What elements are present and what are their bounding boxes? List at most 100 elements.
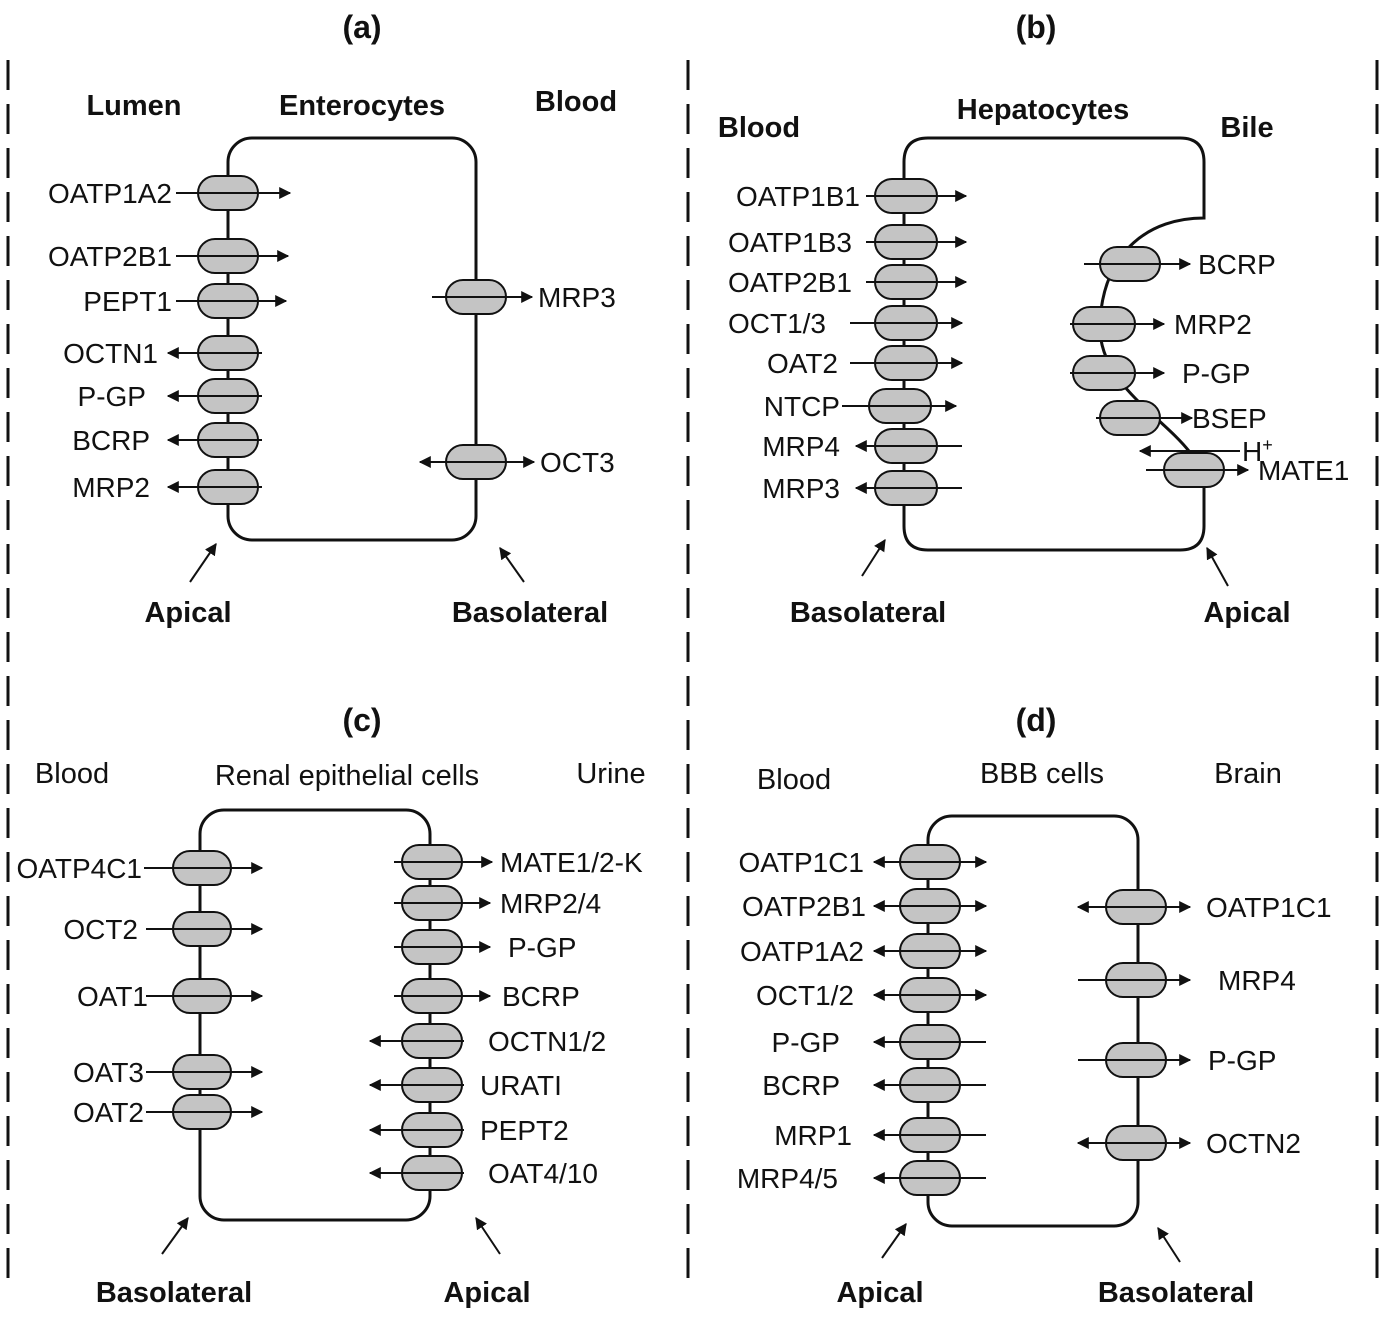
transporter-mrp2: MRP2 xyxy=(1070,306,1252,342)
transporter-oatp1b1: OATP1B1 xyxy=(736,178,968,214)
transporter-label: OATP1A2 xyxy=(740,936,864,967)
transporter-p-gp: P-GP xyxy=(772,1024,986,1060)
panel-d: (d) Blood BBB cells Brain OATP1C1OATP2B1… xyxy=(737,702,1332,1309)
transporter-mrp1: MRP1 xyxy=(774,1117,986,1153)
transporter-label: MATE1 xyxy=(1258,455,1349,486)
transporter-octn2: OCTN2 xyxy=(1076,1125,1301,1161)
transporter-label: OAT1 xyxy=(77,981,148,1012)
transporter-label: P-GP xyxy=(1182,358,1250,389)
transporter-p-gp: P-GP xyxy=(78,378,262,414)
transporter-label: MRP3 xyxy=(538,282,616,313)
transporter-bsep: BSEP xyxy=(1096,400,1267,436)
panel-b-left-label: Blood xyxy=(718,112,800,144)
panel-b: (b) Blood Hepatocytes Bile OATP1B1OATP1B… xyxy=(718,9,1349,629)
panel-d-bottom-right: Basolateral xyxy=(1098,1277,1254,1309)
panel-a-right-label: Blood xyxy=(535,86,617,118)
transporter-mrp2: MRP2 xyxy=(72,469,262,505)
transporter-oatp2b1: OATP2B1 xyxy=(48,238,290,274)
panel-c-bottom-right: Apical xyxy=(443,1277,530,1309)
hepatocyte-cell xyxy=(902,136,1206,552)
transporters-b: OATP1B1OATP1B3OATP2B1OCT1/3OAT2NTCPMRP4M… xyxy=(728,178,1349,506)
transporter-label: BCRP xyxy=(1198,249,1276,280)
transporter-bcrp: BCRP xyxy=(1084,246,1276,282)
renal-epithelial-cell xyxy=(198,808,432,1222)
transporter-label: OATP1B1 xyxy=(736,181,860,212)
transporter-oatp2b1: OATP2B1 xyxy=(728,264,968,300)
transporter-label: OATP1C1 xyxy=(738,847,864,878)
panel-d-left-label: Blood xyxy=(757,764,831,796)
panel-b-letter: (b) xyxy=(1016,9,1057,45)
panel-c-bottom-left: Basolateral xyxy=(96,1277,252,1309)
transporter-label: OCTN1/2 xyxy=(488,1026,606,1057)
panel-c-right-label: Urine xyxy=(576,758,645,790)
transporter-mrp3: MRP3 xyxy=(762,470,962,506)
panel-c: (c) Blood Renal epithelial cells Urine O… xyxy=(16,702,645,1309)
transporter-pept2: PEPT2 xyxy=(368,1112,569,1148)
transporter-oat2: OAT2 xyxy=(73,1094,264,1130)
transporter-label: OATP4C1 xyxy=(16,853,142,884)
panel-b-right-label: Bile xyxy=(1220,112,1273,144)
transporter-oct2: OCT2 xyxy=(63,911,264,947)
transporter-urati: URATI xyxy=(368,1067,562,1103)
panel-c-cell-label: Renal epithelial cells xyxy=(215,760,479,792)
transporter-label: OAT2 xyxy=(767,348,838,379)
transporter-label: MRP3 xyxy=(762,473,840,504)
transporter-label: PEPT1 xyxy=(83,286,172,317)
transporter-label: OATP2B1 xyxy=(742,891,866,922)
transporter-p-gp: P-GP xyxy=(394,929,576,965)
panel-a-left-label: Lumen xyxy=(86,90,181,122)
transporter-mrp4-5: MRP4/5 xyxy=(737,1160,986,1196)
transporter-pept1: PEPT1 xyxy=(83,283,288,319)
transporter-label: MRP4/5 xyxy=(737,1163,838,1194)
transporter-label: OCTN1 xyxy=(63,338,158,369)
panel-c-left-label: Blood xyxy=(35,758,109,790)
transporter-label: BCRP xyxy=(762,1070,840,1101)
transporters-c: OATP4C1OCT2OAT1OAT3OAT2MATE1/2-KMRP2/4P-… xyxy=(16,844,643,1191)
apical-pointer-b xyxy=(1206,546,1229,587)
panel-a-bottom-right: Basolateral xyxy=(452,597,608,629)
panel-d-right-label: Brain xyxy=(1214,758,1282,790)
transporter-bcrp: BCRP xyxy=(72,422,262,458)
transporter-oatp1a2: OATP1A2 xyxy=(740,933,988,969)
transporter-label: P-GP xyxy=(78,381,146,412)
transporter-mrp4: MRP4 xyxy=(1078,962,1296,998)
transporter-bcrp: BCRP xyxy=(762,1067,986,1103)
transporter-oatp2b1: OATP2B1 xyxy=(742,888,988,924)
transporter-label: OATP1B3 xyxy=(728,227,852,258)
transporter-label: OCT1/3 xyxy=(728,308,826,339)
transporter-label: OAT3 xyxy=(73,1057,144,1088)
transporter-label: PEPT2 xyxy=(480,1115,569,1146)
transporter-label: BCRP xyxy=(72,425,150,456)
transporter-label: OCT1/2 xyxy=(756,980,854,1011)
transporter-label: OAT2 xyxy=(73,1097,144,1128)
basolateral-pointer-a xyxy=(499,547,525,583)
transporter-label: MRP4 xyxy=(762,431,840,462)
transporter-oatp4c1: OATP4C1 xyxy=(16,850,264,886)
panel-b-bottom-left: Basolateral xyxy=(790,597,946,629)
panel-a: (a) Lumen Enterocytes Blood OATP1A2OATP2… xyxy=(48,9,617,629)
transporter-mate1-2-k: MATE1/2-K xyxy=(394,844,643,880)
panel-d-bottom-left: Apical xyxy=(836,1277,923,1309)
panel-d-cell-label: BBB cells xyxy=(980,758,1104,790)
transporter-oatp1b3: OATP1B3 xyxy=(728,224,968,260)
transporter-oct3: OCT3 xyxy=(418,444,615,480)
basolateral-pointer-d xyxy=(1157,1226,1181,1263)
panel-a-bottom-left: Apical xyxy=(144,597,231,629)
panel-d-letter: (d) xyxy=(1016,702,1057,738)
transporter-label: OAT4/10 xyxy=(488,1158,598,1189)
transporter-label: BSEP xyxy=(1192,403,1267,434)
transporter-mate1: MATE1 xyxy=(1146,452,1349,488)
transporter-oct1-2: OCT1/2 xyxy=(756,977,988,1013)
transporter-p-gp: P-GP xyxy=(1078,1042,1276,1078)
transporter-bcrp: BCRP xyxy=(394,978,580,1014)
basolateral-pointer-c xyxy=(161,1217,189,1255)
panel-a-cell-label: Enterocytes xyxy=(279,90,445,122)
transporter-oatp1c1: OATP1C1 xyxy=(1076,889,1332,925)
basolateral-pointer-b xyxy=(861,538,886,577)
transporter-label: OCT2 xyxy=(63,914,138,945)
transporter-oct1-3: OCT1/3 xyxy=(728,305,964,341)
transporter-label: OCTN2 xyxy=(1206,1128,1301,1159)
apical-pointer-a xyxy=(189,543,217,583)
transporter-mrp3: MRP3 xyxy=(432,279,616,315)
